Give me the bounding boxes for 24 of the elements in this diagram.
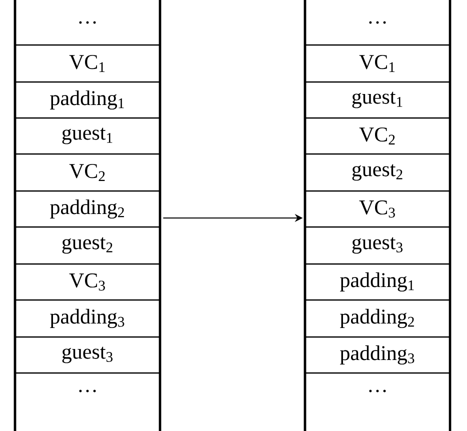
stack-cell: VC$_{3}$ xyxy=(359,200,395,218)
stack-cell: VC$_{1}$ xyxy=(69,54,105,72)
stack-cell: guest$_{3}$ xyxy=(62,346,113,364)
column-frame xyxy=(14,0,162,431)
column-frame xyxy=(304,0,452,431)
stack-cell: VC$_{3}$ xyxy=(69,273,105,291)
stack-cell: padding$_{3}$ xyxy=(340,345,414,365)
stack-cell: padding$_{2}$ xyxy=(50,199,124,219)
stack-cell: guest$_{1}$ xyxy=(352,92,402,108)
stack-cell: padding$_{1}$ xyxy=(340,272,414,292)
stack-cell: … xyxy=(79,390,96,392)
stack-cell: … xyxy=(369,390,386,392)
stack-cell: guest$_{2}$ xyxy=(62,237,112,254)
stack-cell: padding$_{2}$ xyxy=(340,308,414,328)
stack-cell: VC$_{1}$ xyxy=(359,54,395,72)
stack-cell: VC$_{2}$ xyxy=(359,127,395,144)
stack-cell: padding$_{1}$ xyxy=(50,90,124,110)
stack-cell: guest$_{3}$ xyxy=(352,237,402,254)
stack-cell: guest$_{2}$ xyxy=(352,164,402,181)
stack-cell: guest$_{1}$ xyxy=(62,128,112,144)
stack-cell: VC$_{2}$ xyxy=(69,164,105,181)
stack-cell: … xyxy=(369,21,386,24)
stack-cell: padding$_{3}$ xyxy=(50,308,124,328)
stack-cell: … xyxy=(79,21,96,24)
